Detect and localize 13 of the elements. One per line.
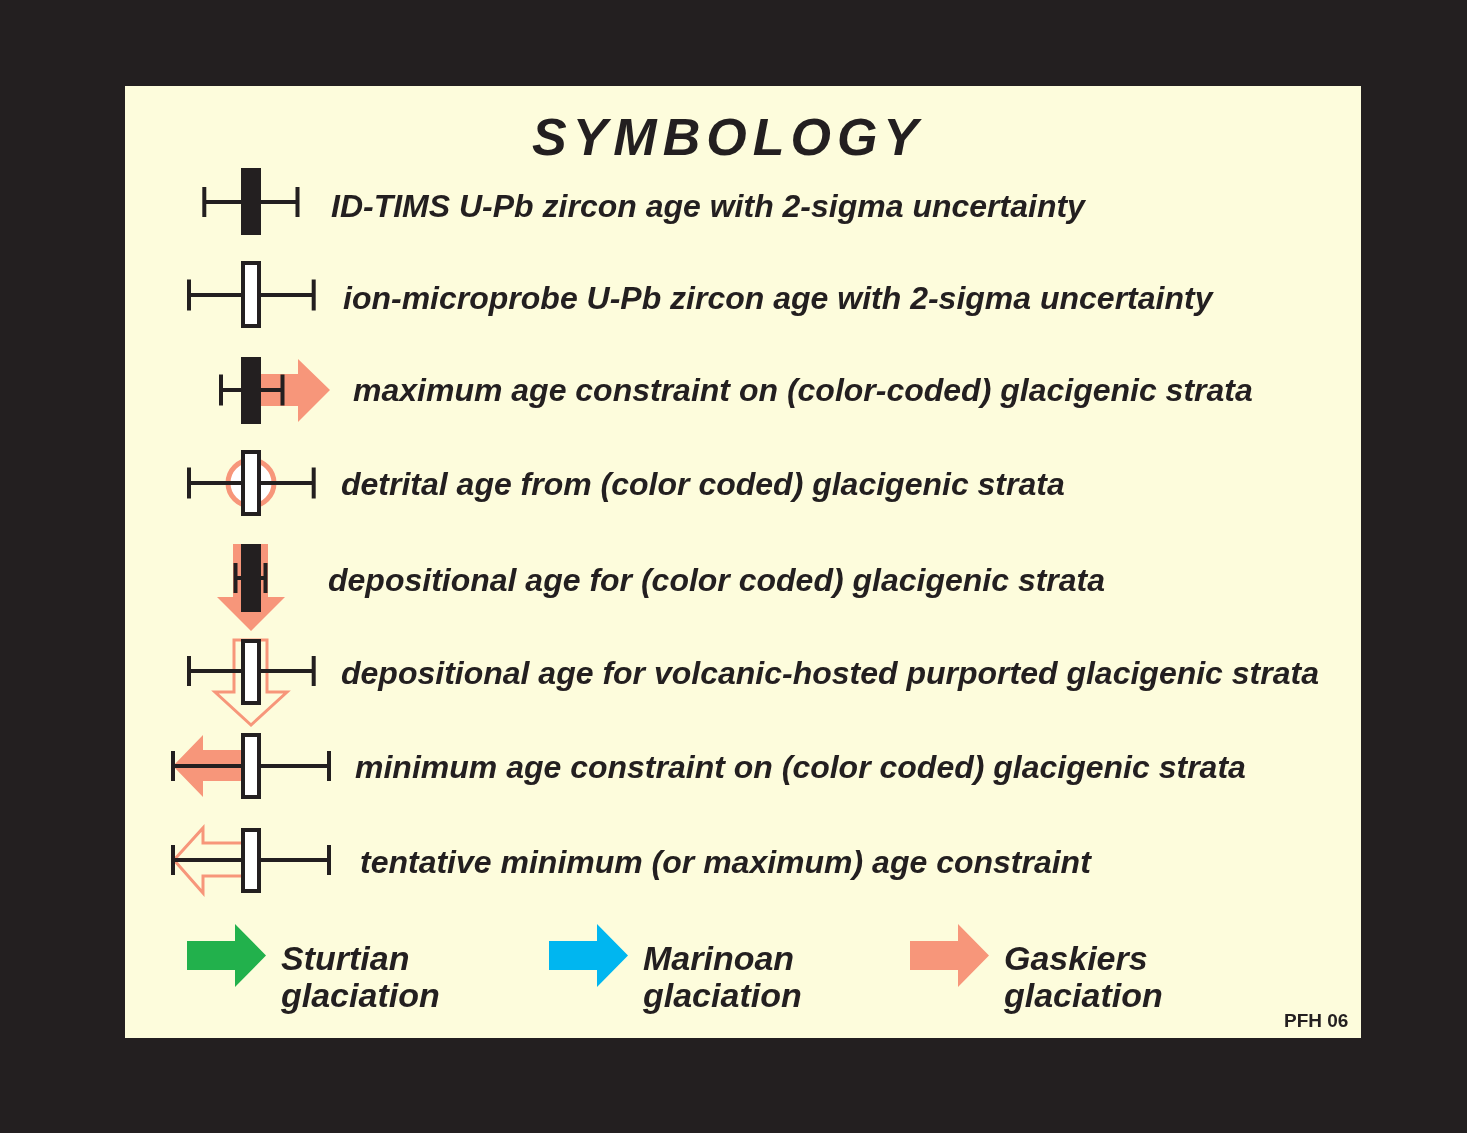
legend-text: depositional age for (color coded) glacigenic strata [328,561,1106,600]
legend-text: Sturtian glaciation [281,940,441,1014]
legend-text: detrital age from (color coded) glacigenic strata [341,465,1065,504]
legend-text: Gaskiers glaciation [1004,940,1164,1014]
legend-text: Marinoan glaciation [643,940,803,1014]
legend-text: depositional age for volcanic-hosted purported glacigenic strata [341,654,1319,693]
legend-text: ID-TIMS U-Pb zircon age with 2-sigma uncertainty [331,187,1085,226]
legend-text: ion-microprobe U-Pb zircon age with 2-sigma uncertainty [343,279,1213,318]
legend-text: maximum age constraint on (color-coded) glacigenic strata [353,371,1253,410]
title: SYMBOLOGY [532,107,925,167]
legend-text: minimum age constraint on (color coded) glacigenic strata [355,748,1246,787]
legend-text: tentative minimum (or maximum) age constraint [360,843,1091,882]
credit-text: PFH 06 [1284,1010,1349,1032]
